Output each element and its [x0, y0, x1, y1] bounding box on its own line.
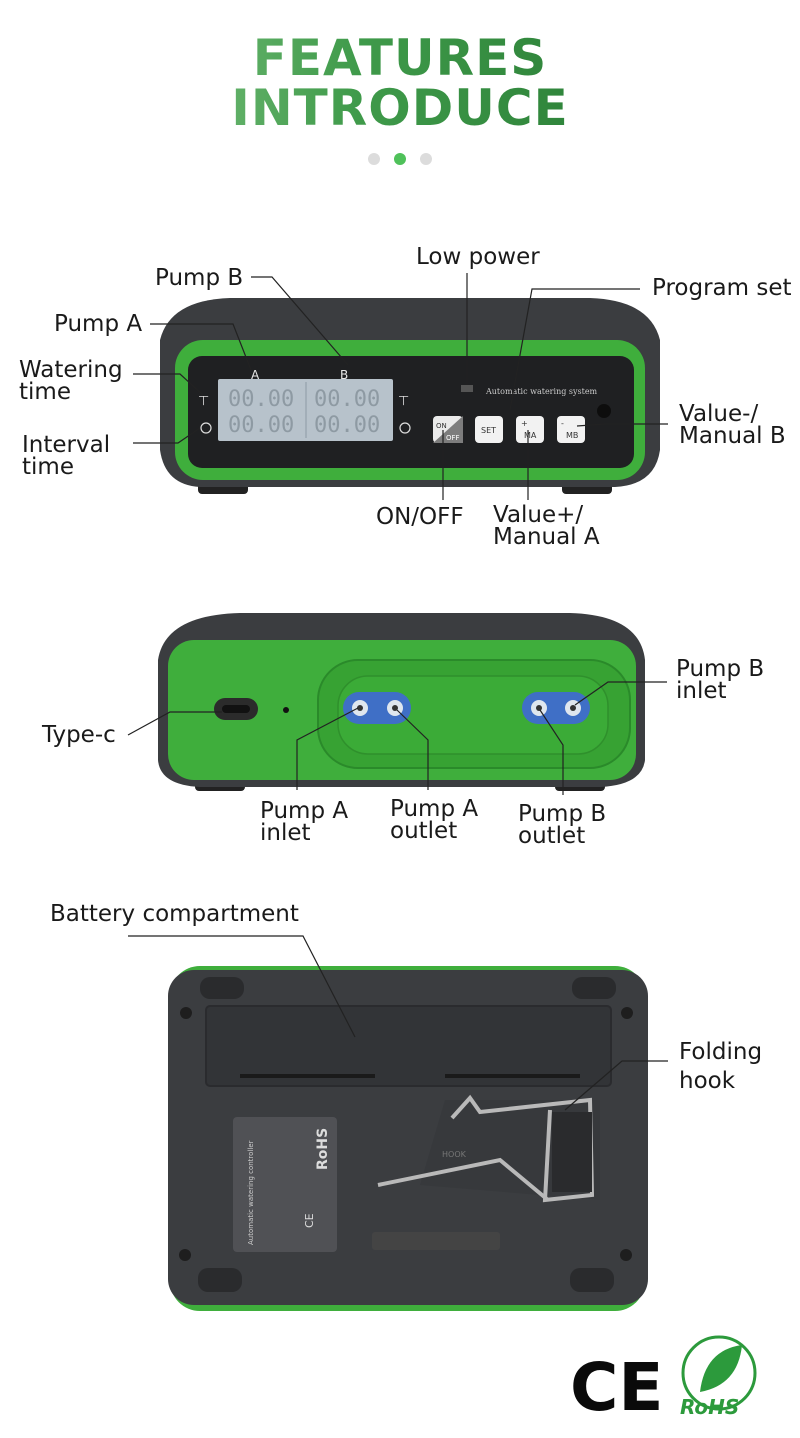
label-type-c: Type-c [42, 722, 116, 748]
label-pump-a: Pump A [54, 311, 143, 337]
panel-brand-text: Automatic watering system [485, 387, 598, 396]
value-minus-button[interactable]: - MB [557, 416, 585, 443]
label-folding-hook: Folding hook [679, 1039, 763, 1094]
clock-icon-right [399, 422, 411, 434]
svg-text:RoHS: RoHS [680, 1395, 739, 1419]
svg-text:+: + [521, 419, 528, 428]
label-low-power: Low power [416, 244, 540, 270]
device-back-image: RoHS CE Automatic watering controller HO… [168, 966, 648, 1311]
carousel-dot-2[interactable] [394, 153, 406, 165]
carousel-dot-1[interactable] [368, 153, 380, 165]
label-program-set: Program set [652, 275, 792, 301]
screen-digits-a2: 00.00 [228, 413, 294, 438]
svg-text:MB: MB [566, 431, 578, 440]
screen-digits-b1: 00.00 [314, 387, 380, 412]
label-pump-b-outlet: Pump B outlet [518, 801, 607, 849]
svg-text:HOOK: HOOK [442, 1150, 467, 1159]
introduce-title: INTRODUCE [0, 83, 800, 133]
label-on-off: ON/OFF [376, 504, 464, 530]
compliance-sticker [233, 1117, 337, 1252]
label-pump-a-inlet: Pump A inlet [260, 798, 349, 846]
svg-text:OFF: OFF [446, 434, 460, 442]
tap-icon-left: ⊤ [198, 394, 209, 409]
svg-text:CE: CE [570, 1349, 664, 1426]
svg-text:RoHS: RoHS [315, 1128, 331, 1170]
svg-text:ON: ON [436, 422, 447, 430]
ce-logo: CE [570, 1349, 664, 1426]
label-pump-a-outlet: Pump A outlet [390, 796, 479, 844]
screen-digits-b2: 00.00 [314, 413, 380, 438]
set-button[interactable]: SET [475, 416, 503, 443]
screen-digits-a1: 00.00 [228, 387, 294, 412]
back-callout-lines [128, 935, 668, 1111]
label-battery-compartment: Battery compartment [50, 901, 299, 927]
svg-text:MA: MA [524, 431, 537, 440]
value-plus-button[interactable]: + MA [516, 416, 544, 443]
onoff-button[interactable]: ON OFF [433, 416, 463, 443]
serial-plate [372, 1232, 500, 1250]
carousel-dots [368, 153, 432, 165]
carousel-dot-3[interactable] [420, 153, 432, 165]
label-pump-b-inlet: Pump B inlet [676, 656, 765, 704]
label-value-plus: Value+/ Manual A [493, 502, 600, 550]
tap-icon-right: ⊤ [398, 394, 409, 409]
side-callout-lines [127, 681, 667, 795]
svg-text:CE: CE [303, 1213, 316, 1228]
svg-text:SET: SET [481, 426, 496, 435]
svg-text:Automatic watering controller: Automatic watering controller [247, 1140, 255, 1245]
label-interval-time: Interval time [22, 432, 111, 480]
device-side-image [158, 613, 645, 791]
low-power-indicator [461, 385, 473, 392]
clock-icon-left [200, 422, 212, 434]
svg-text:-: - [561, 419, 564, 428]
rohs-logo: RoHS [680, 1335, 757, 1419]
front-callout-lines [133, 273, 668, 500]
label-pump-b: Pump B [155, 265, 244, 291]
screen-label-a: A [251, 368, 260, 382]
screen-label-b: B [340, 368, 348, 382]
features-title: FEATURES [0, 33, 800, 83]
battery-cover [205, 1005, 612, 1087]
device-front-image: A B 00.00 00.00 00.00 00.00 ⊤ ⊤ Automati… [160, 298, 660, 494]
label-value-minus: Value-/ Manual B [679, 401, 786, 449]
label-watering-time: Watering time [19, 357, 123, 405]
